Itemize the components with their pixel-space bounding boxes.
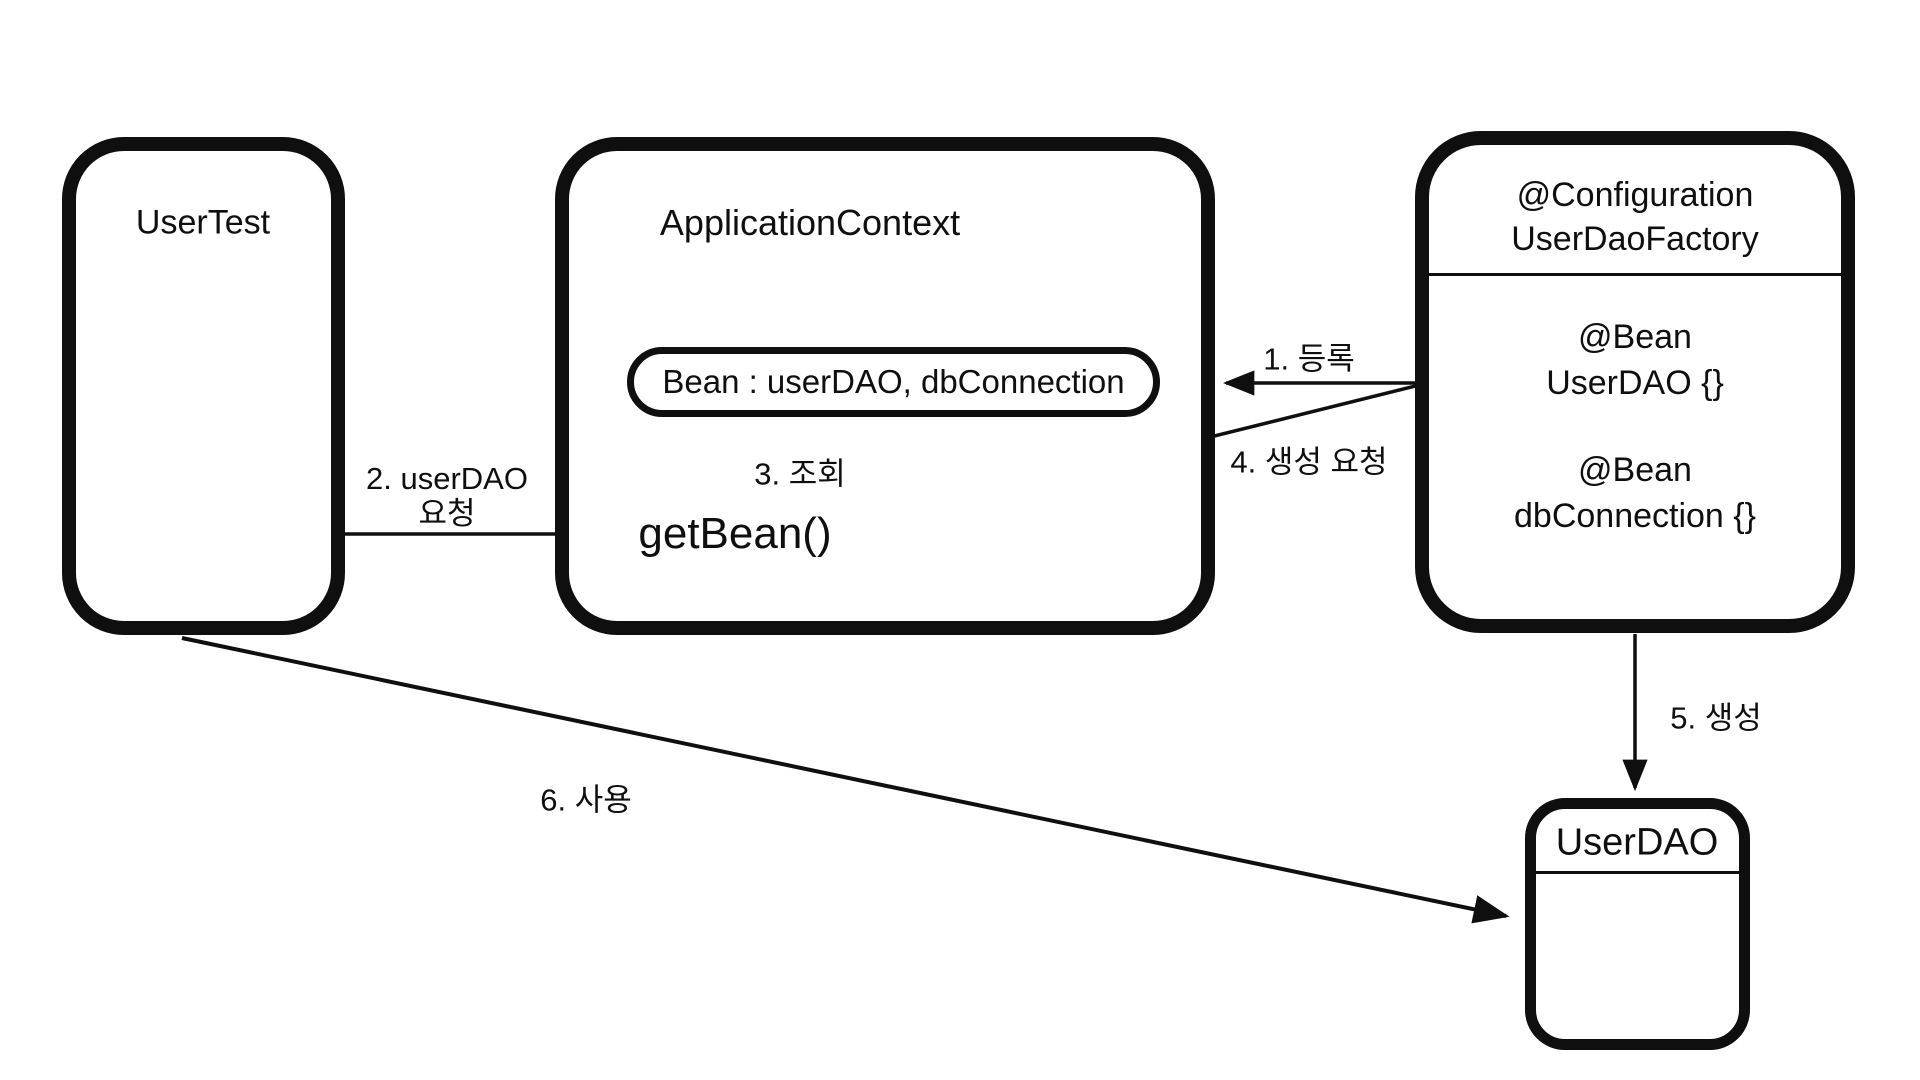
getbean-label: getBean() xyxy=(638,509,832,558)
application-context-title: ApplicationContext xyxy=(659,202,961,243)
userdaofactory-divider xyxy=(1429,273,1841,276)
userdaofactory-class-name: UserDaoFactory xyxy=(1511,220,1759,258)
userdao-title: UserDAO xyxy=(1555,821,1719,864)
bean-method-userdao: UserDAO {} xyxy=(1546,364,1724,402)
edge-label-request-userdao-line2: 요청 xyxy=(418,496,476,531)
edge-label-lookup: 3. 조회 xyxy=(754,456,846,492)
bean-method-dbconnection: dbConnection {} xyxy=(1514,497,1756,535)
edge-label-create: 5. 생성 xyxy=(1670,700,1762,736)
userdaofactory-body: @Bean UserDAO {} @Bean dbConnection {} xyxy=(1415,314,1855,539)
usertest-box xyxy=(62,137,345,635)
configuration-annotation: @Configuration xyxy=(1516,176,1754,214)
edge-label-request-userdao-line1: 2. userDAO xyxy=(366,461,528,496)
bean-registry-pill: Bean : userDAO, dbConnection xyxy=(627,347,1160,417)
bean-annotation-dbconnection: @Bean xyxy=(1578,451,1692,489)
usertest-title: UserTest xyxy=(135,203,271,242)
userdao-divider xyxy=(1536,871,1739,874)
edge-label-register: 1. 등록 xyxy=(1263,341,1355,377)
edge-label-use: 6. 사용 xyxy=(540,782,632,818)
arrow-use xyxy=(181,636,1510,924)
userdao-box xyxy=(1525,798,1750,1050)
bean-methods-gap xyxy=(1415,406,1855,447)
edge-label-request-userdao: 2. userDAO 요청 xyxy=(366,461,528,531)
userdaofactory-title: @Configuration UserDaoFactory xyxy=(1415,173,1855,261)
bean-annotation-userdao: @Bean xyxy=(1578,318,1692,356)
userdaofactory-box xyxy=(1415,131,1855,633)
edge-label-creation-request: 4. 생성 요청 xyxy=(1230,444,1388,480)
